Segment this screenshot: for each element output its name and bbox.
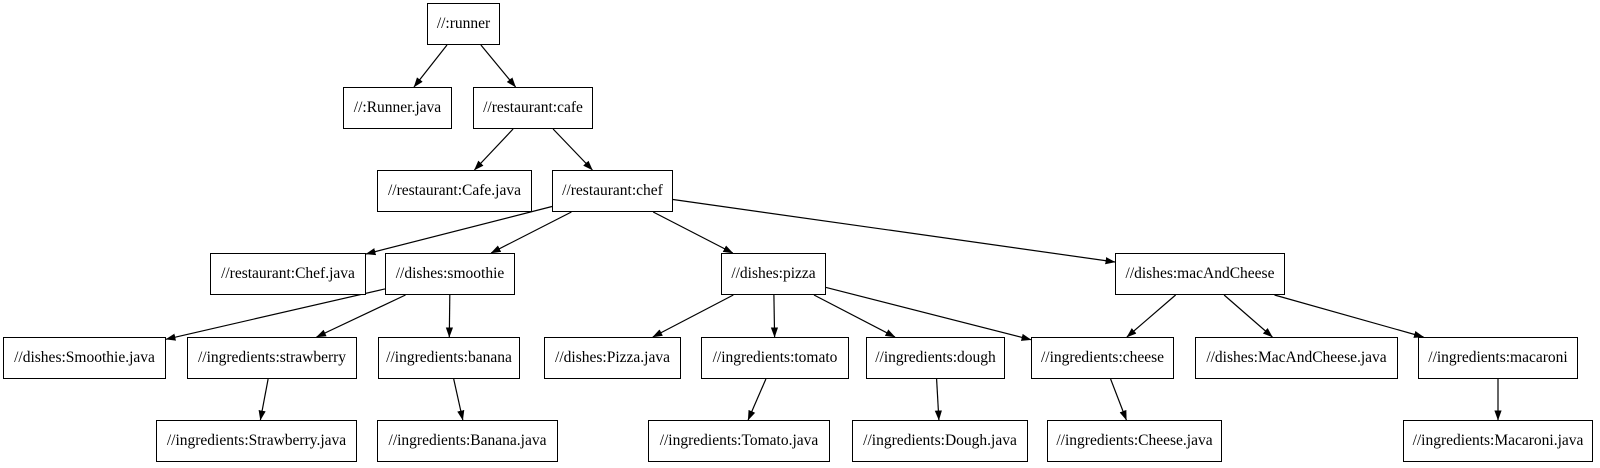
edge-banana-to-banana-java bbox=[453, 378, 465, 421]
graph-node-dough: //ingredients:dough bbox=[866, 337, 1005, 379]
graph-node-macaroni: //ingredients:macaroni bbox=[1418, 337, 1578, 379]
graph-node-cafe-java: //restaurant:Cafe.java bbox=[377, 170, 532, 212]
graph-node-tomato-java: //ingredients:Tomato.java bbox=[648, 420, 830, 462]
graph-node-banana-java: //ingredients:Banana.java bbox=[377, 420, 558, 462]
edge-smoothie-to-strawberry bbox=[316, 294, 406, 338]
edge-mac-and-cheese-to-macaroni bbox=[1274, 294, 1424, 338]
edge-pizza-to-tomato bbox=[770, 294, 779, 338]
graph-node-macaroni-java: //ingredients:Macaroni.java bbox=[1403, 420, 1593, 462]
graph-node-chef: //restaurant:chef bbox=[552, 170, 673, 212]
edge-cafe-to-cafe-java bbox=[473, 128, 514, 171]
edge-chef-to-smoothie bbox=[490, 211, 572, 254]
edge-chef-to-pizza bbox=[652, 211, 734, 254]
graph-node-tomato: //ingredients:tomato bbox=[701, 337, 849, 379]
edge-pizza-to-cheese bbox=[825, 286, 1032, 341]
graph-node-mac-and-cheese: //dishes:macAndCheese bbox=[1115, 253, 1285, 295]
graph-node-runner-java: //:Runner.java bbox=[343, 87, 452, 129]
edge-runner-to-runner-java bbox=[413, 44, 448, 88]
graph-node-pizza-java: //dishes:Pizza.java bbox=[544, 337, 681, 379]
graph-node-smoothie: //dishes:smoothie bbox=[385, 253, 515, 295]
graph-node-cafe: //restaurant:cafe bbox=[473, 87, 593, 129]
edge-runner-to-cafe bbox=[480, 44, 517, 88]
edge-pizza-to-pizza-java bbox=[652, 294, 734, 338]
graph-node-strawberry: //ingredients:strawberry bbox=[187, 337, 357, 379]
graph-node-chef-java: //restaurant:Chef.java bbox=[210, 253, 366, 295]
edge-strawberry-to-strawberry-java bbox=[258, 378, 269, 421]
edge-group bbox=[165, 44, 1502, 421]
graph-node-smoothie-java: //dishes:Smoothie.java bbox=[3, 337, 166, 379]
edge-smoothie-to-smoothie-java bbox=[165, 288, 386, 341]
graph-node-cheese-java: //ingredients:Cheese.java bbox=[1047, 420, 1222, 462]
graph-node-strawberry-java: //ingredients:Strawberry.java bbox=[156, 420, 357, 462]
edge-cheese-to-cheese-java bbox=[1110, 378, 1127, 421]
edge-chef-to-chef-java bbox=[365, 205, 553, 256]
edge-mac-and-cheese-to-cheese bbox=[1126, 294, 1176, 338]
edge-tomato-to-tomato-java bbox=[747, 378, 767, 421]
graph-node-cheese: //ingredients:cheese bbox=[1031, 337, 1174, 379]
edge-mac-and-cheese-to-mac-and-cheese-java bbox=[1223, 294, 1273, 338]
edge-chef-to-mac-and-cheese bbox=[672, 198, 1116, 265]
graph-node-banana: //ingredients:banana bbox=[378, 337, 520, 379]
graph-node-pizza: //dishes:pizza bbox=[721, 253, 826, 295]
edge-pizza-to-dough bbox=[813, 294, 896, 338]
graph-node-dough-java: //ingredients:Dough.java bbox=[852, 420, 1028, 462]
edge-smoothie-to-banana bbox=[445, 294, 454, 338]
graph-node-mac-and-cheese-java: //dishes:MacAndCheese.java bbox=[1195, 337, 1398, 379]
edge-cafe-to-chef bbox=[552, 128, 593, 171]
graph-node-runner: //:runner bbox=[427, 3, 500, 45]
edge-dough-to-dough-java bbox=[934, 378, 942, 421]
